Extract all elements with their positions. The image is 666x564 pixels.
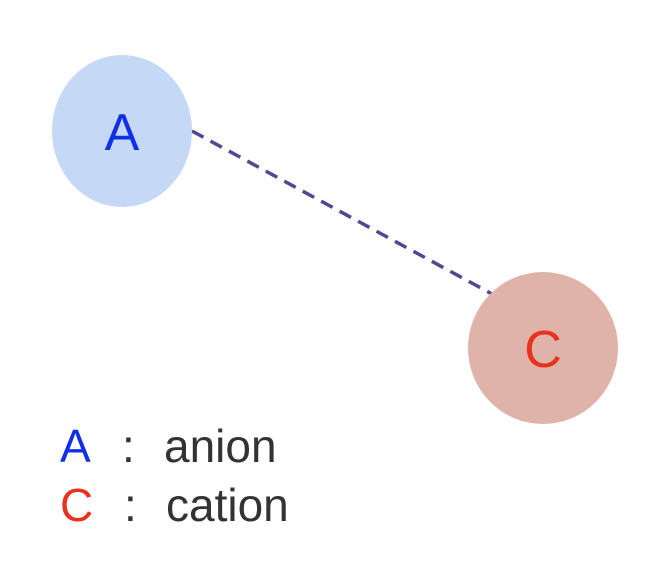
anion-label: A [105,104,140,162]
legend-cation-symbol: C [60,479,93,531]
legend-item-cation: C : cation [60,479,289,531]
cation-label: C [524,321,562,379]
legend-item-anion: A : anion [60,420,277,472]
ionic-interaction-line [191,129,493,296]
legend-cation-separator: : [124,479,137,531]
legend-cation-text: cation [166,479,289,531]
legend-anion-separator: : [122,420,135,472]
cation-circle [468,272,618,424]
anion-circle [52,55,192,207]
anion-node: A [52,55,192,207]
legend-anion-symbol: A [60,420,91,472]
cation-node: C [468,272,618,424]
legend-anion-text: anion [164,420,277,472]
legend: A : anion C : cation [60,420,289,531]
